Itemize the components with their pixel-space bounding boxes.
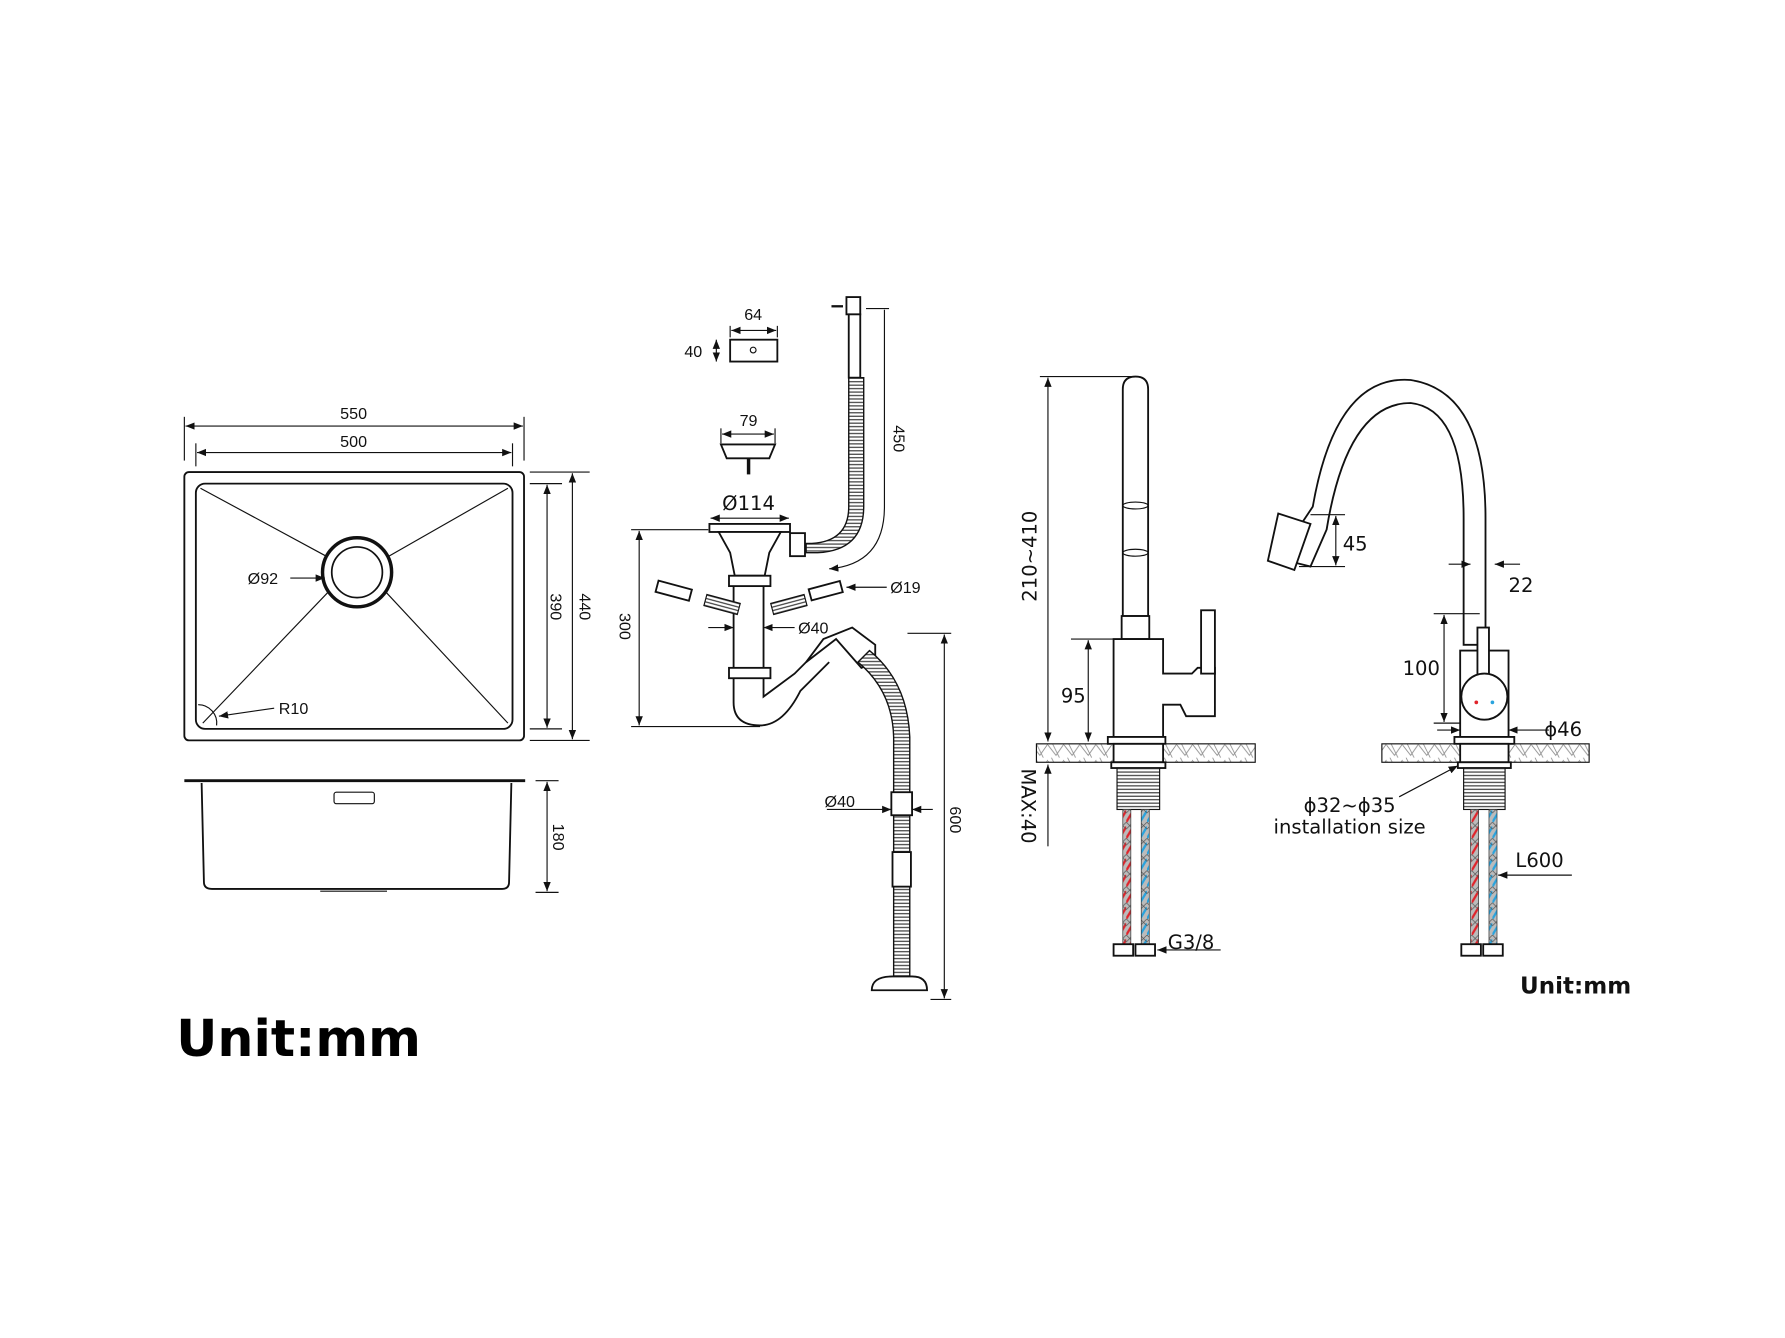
unit-label-large: Unit:mm bbox=[176, 1009, 421, 1068]
install-size-label: installation size bbox=[1274, 816, 1426, 839]
sink-depth-inner-label: 390 bbox=[547, 593, 565, 620]
body-height-label: 100 bbox=[1403, 657, 1440, 680]
faucet-front-view: 45 22 100 ϕ46 ϕ32~ϕ35 installation size … bbox=[1266, 378, 1590, 957]
spout-diameter-label: 22 bbox=[1509, 574, 1534, 597]
drain-diameter-label: Ø92 bbox=[248, 570, 278, 588]
unit-label-small: Unit:mm bbox=[1520, 974, 1631, 1000]
faucet-height-label: 210~410 bbox=[1018, 511, 1041, 602]
sink-width-inner-label: 500 bbox=[340, 433, 367, 451]
install-diameter-label: ϕ32~ϕ35 bbox=[1304, 794, 1396, 817]
sink-width-outer-label: 550 bbox=[340, 405, 367, 423]
flange-diameter-label: Ø114 bbox=[722, 492, 775, 515]
faucet-side-view: 210~410 95 MAX:40 G3/8 bbox=[1016, 375, 1256, 957]
base-diameter-label: ϕ46 bbox=[1544, 718, 1582, 741]
sink-height-label: 180 bbox=[549, 824, 567, 851]
sink-side-view: 180 bbox=[184, 779, 567, 893]
basket-height-label: 40 bbox=[684, 343, 702, 361]
basket-width-label: 64 bbox=[744, 306, 762, 324]
drain-kit-diagram: 64 40 79 Ø114 450 Ø19 bbox=[616, 296, 964, 1001]
overflow-length-label: 450 bbox=[890, 425, 908, 452]
spray-head-label: 45 bbox=[1343, 532, 1368, 555]
faucet-body-height-label: 95 bbox=[1061, 684, 1086, 707]
hose-diameter-label: Ø40 bbox=[825, 793, 855, 811]
hot-indicator-icon bbox=[1474, 700, 1479, 705]
cold-indicator-icon bbox=[1490, 700, 1495, 705]
max-thickness-label: MAX:40 bbox=[1016, 768, 1039, 843]
hose-length-label: L600 bbox=[1515, 849, 1563, 872]
sink-depth-outer-label: 440 bbox=[575, 593, 593, 620]
sink-top-view: 550 500 390 440 Ø92 R10 bbox=[183, 405, 593, 742]
corner-radius-label: R10 bbox=[279, 700, 309, 718]
overflow-diameter-label: Ø19 bbox=[890, 579, 920, 597]
hose-length-label: 600 bbox=[946, 806, 964, 833]
pipe-diameter-label: Ø40 bbox=[798, 619, 828, 637]
thread-size-label: G3/8 bbox=[1168, 931, 1215, 954]
trap-height-label: 300 bbox=[616, 613, 634, 640]
strainer-width-label: 79 bbox=[740, 412, 758, 430]
